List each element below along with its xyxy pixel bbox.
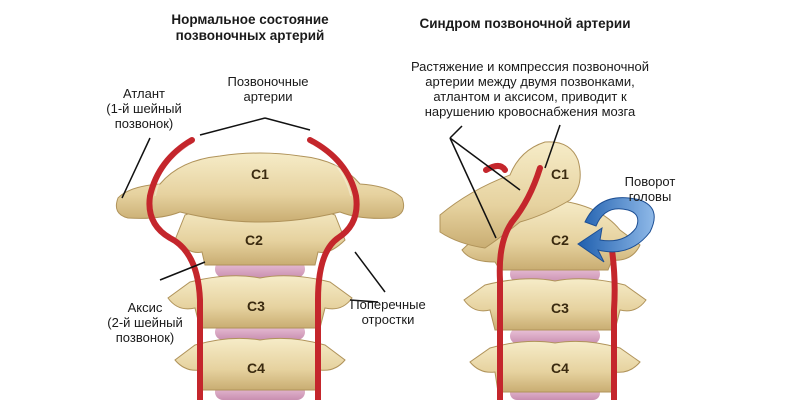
- right-c4-label: C4: [551, 360, 569, 376]
- left-title: Нормальное состояние позвоночных артерий: [150, 12, 350, 44]
- description-line: нарушению кровоснабжения мозга: [424, 104, 636, 119]
- left-title-line: позвоночных артерий: [175, 28, 325, 43]
- atlas-label-line: позвонок): [114, 116, 174, 131]
- syndrome-description: Растяжение и компрессия позвоночной арте…: [380, 59, 680, 119]
- description-line: Растяжение и компрессия позвоночной: [410, 59, 650, 74]
- right-spine: [439, 141, 655, 400]
- axis-label-line: Аксис: [127, 300, 163, 315]
- right-leader-lines: [449, 124, 561, 239]
- description-line: артерии между двумя позвонками,: [425, 74, 635, 89]
- arteries-label-line: артерии: [243, 89, 293, 104]
- left-c4-label: C4: [247, 360, 265, 376]
- right-vertebra-c4: [469, 340, 641, 393]
- right-vertebra-c1: [439, 141, 581, 249]
- axis-label-line: (2-й шейный: [107, 315, 183, 330]
- rotation-label: Поворот головы: [600, 174, 700, 204]
- left-vertebra-c4: [174, 337, 346, 391]
- axis-label-line: позвонок): [115, 330, 175, 345]
- left-title-line: Нормальное состояние: [171, 12, 329, 27]
- processes-label-line: Поперечные: [350, 297, 426, 312]
- left-spine: [115, 137, 405, 400]
- left-vertebra-c1: [115, 152, 405, 223]
- right-title: Синдром позвоночной артерии: [419, 16, 631, 31]
- left-c2-label: C2: [245, 232, 263, 248]
- right-vertebra-c3: [463, 278, 647, 331]
- arteries-label-line: Позвоночные: [227, 74, 309, 89]
- processes-label-line: отростки: [361, 312, 415, 327]
- atlas-label: Атлант (1-й шейный позвонок): [92, 86, 196, 131]
- axis-label: Аксис (2-й шейный позвонок): [90, 300, 200, 345]
- left-c3-label: C3: [247, 298, 265, 314]
- right-c1-label: C1: [551, 166, 569, 182]
- right-c3-label: C3: [551, 300, 569, 316]
- arteries-label: Позвоночные артерии: [218, 74, 318, 104]
- processes-label: Поперечные отростки: [336, 297, 440, 327]
- left-leader-lines: [121, 117, 386, 303]
- right-c2-label: C2: [551, 232, 569, 248]
- left-arteries: [146, 137, 360, 400]
- rotation-label-line: Поворот: [624, 174, 676, 189]
- right-arteries: [483, 163, 618, 400]
- left-c1-label: C1: [251, 166, 269, 182]
- atlas-label-line: Атлант: [122, 86, 165, 101]
- atlas-label-line: (1-й шейный: [106, 101, 182, 116]
- head-rotation-arrow: [577, 197, 655, 263]
- rotation-label-line: головы: [628, 189, 672, 204]
- description-line: атлантом и аксисом, приводит к: [433, 89, 627, 104]
- left-vertebra-c3: [167, 275, 353, 329]
